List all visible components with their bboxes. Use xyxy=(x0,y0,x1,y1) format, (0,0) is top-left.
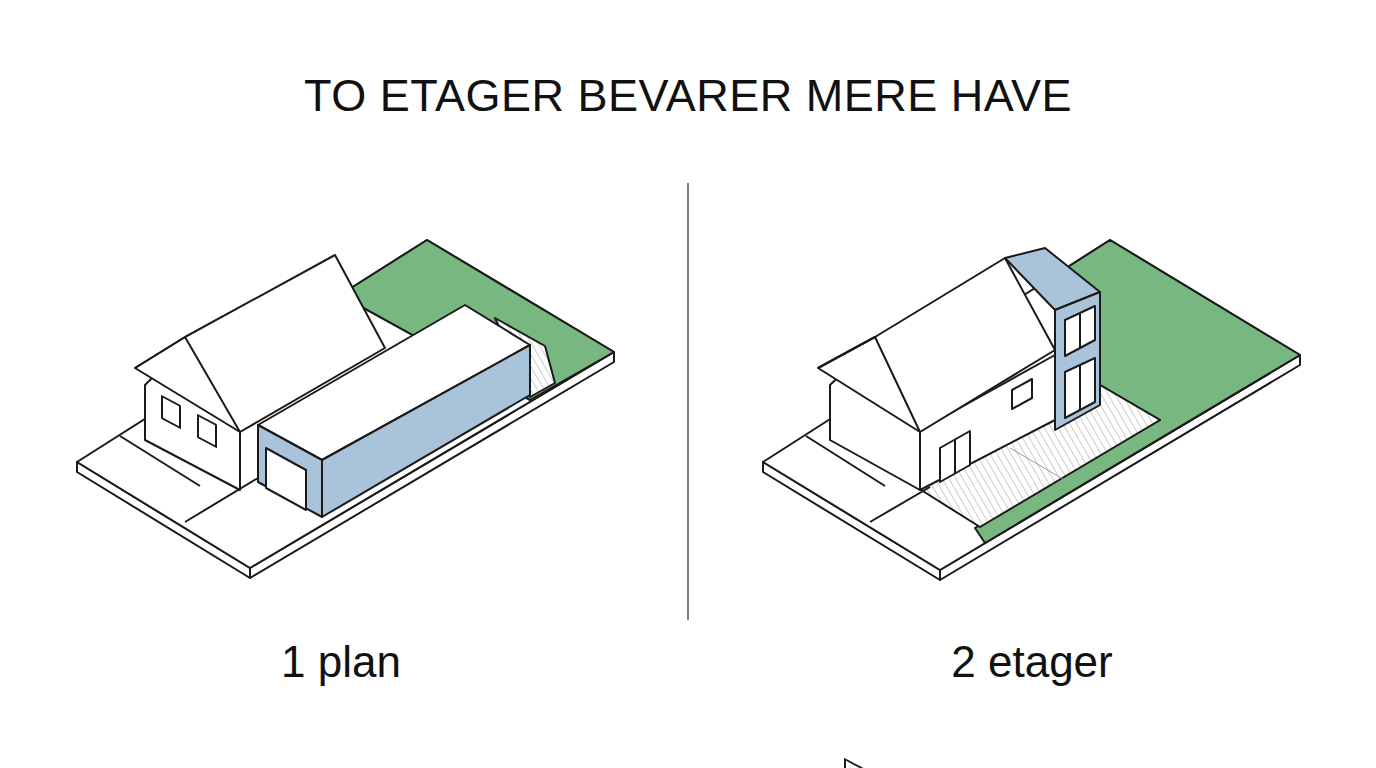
diagram-title: TO ETAGER BEVARER MERE HAVE xyxy=(304,70,1072,122)
panel-label: 2 etager xyxy=(951,637,1112,687)
panel-label: 1 plan xyxy=(281,637,401,687)
